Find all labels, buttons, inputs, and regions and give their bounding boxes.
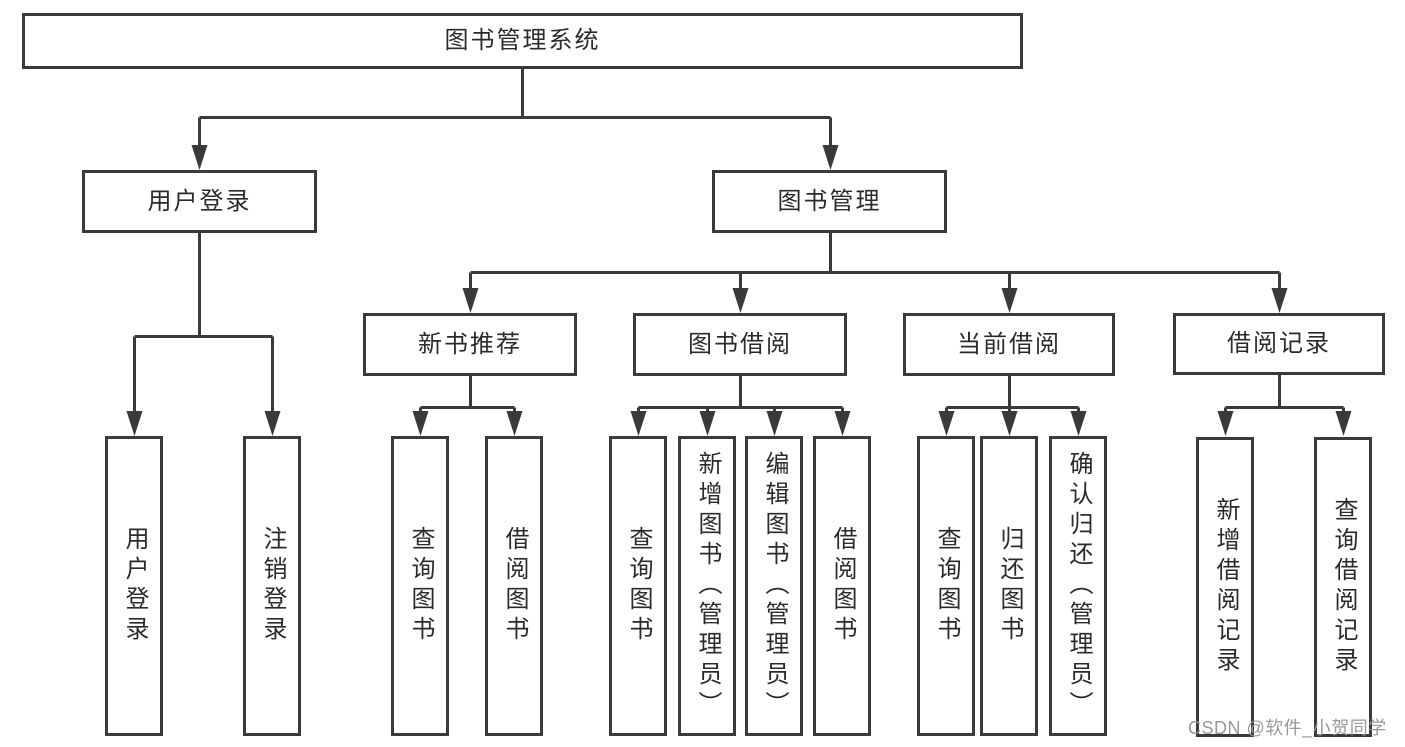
leaf-query-books-borrow: 查询图书	[609, 436, 667, 736]
leaf-logout-label: 注销登录	[259, 526, 286, 646]
leaf-query-books-current: 查询图书	[917, 436, 975, 736]
leaf-return-book-label: 归还图书	[996, 526, 1023, 646]
leaf-confirm-return-admin-label: 确认归还（管理员）	[1065, 451, 1092, 721]
watermark: CSDN @软件_小贺同学	[1188, 718, 1387, 738]
leaf-edit-book-admin: 编辑图书（管理员）	[745, 436, 803, 736]
node-current-borrowing: 当前借阅	[903, 313, 1115, 376]
leaf-borrow-books-recommend-label: 借阅图书	[501, 526, 528, 646]
leaf-add-book-admin: 新增图书（管理员）	[678, 436, 736, 736]
node-borrow-records: 借阅记录	[1173, 313, 1385, 375]
node-book-management: 图书管理	[712, 170, 947, 233]
leaf-query-books-recommend: 查询图书	[391, 436, 449, 736]
leaf-edit-book-admin-label: 编辑图书（管理员）	[761, 451, 788, 721]
node-library-system-label: 图书管理系统	[444, 27, 601, 54]
arrowheads	[126, 145, 1352, 436]
node-book-borrowing-label: 图书借阅	[688, 330, 792, 358]
leaf-add-borrow-record: 新增借阅记录	[1196, 437, 1254, 737]
leaf-confirm-return-admin: 确认归还（管理员）	[1049, 436, 1107, 736]
connector-paths	[133, 69, 1345, 414]
node-user-login: 用户登录	[82, 170, 317, 233]
leaf-query-borrow-record: 查询借阅记录	[1314, 437, 1372, 737]
leaf-borrow-books-recommend: 借阅图书	[485, 436, 543, 736]
leaf-query-borrow-record-label: 查询借阅记录	[1330, 497, 1357, 677]
leaf-user-login-label: 用户登录	[121, 526, 148, 646]
node-book-management-label: 图书管理	[777, 187, 882, 215]
leaf-borrow-books-2-label: 借阅图书	[829, 526, 856, 646]
node-current-borrowing-label: 当前借阅	[957, 330, 1061, 358]
node-library-system: 图书管理系统	[22, 13, 1023, 69]
leaf-logout: 注销登录	[243, 436, 301, 736]
leaf-add-book-admin-label: 新增图书（管理员）	[694, 451, 721, 721]
leaf-add-borrow-record-label: 新增借阅记录	[1212, 497, 1239, 677]
leaf-return-book: 归还图书	[980, 436, 1038, 736]
leaf-borrow-books-2: 借阅图书	[813, 436, 871, 736]
node-borrow-records-label: 借阅记录	[1227, 330, 1331, 357]
node-user-login-label: 用户登录	[147, 187, 252, 215]
leaf-query-books-recommend-label: 查询图书	[407, 526, 434, 646]
leaf-query-books-current-label: 查询图书	[933, 526, 960, 646]
leaf-user-login: 用户登录	[105, 436, 163, 736]
node-new-book-recommend-label: 新书推荐	[418, 330, 522, 358]
leaf-query-books-borrow-label: 查询图书	[625, 526, 652, 646]
node-book-borrowing: 图书借阅	[633, 313, 847, 376]
node-new-book-recommend: 新书推荐	[363, 313, 577, 376]
